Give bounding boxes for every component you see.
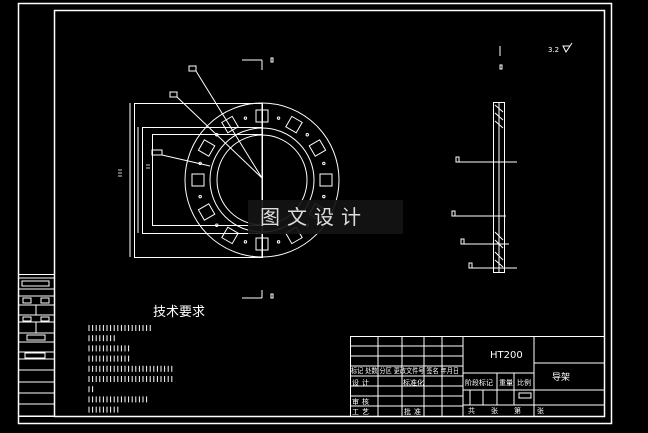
revision-header: 标记 处数 分区 更改文件号 签名 年月日 bbox=[351, 366, 459, 375]
label-design: 设计 bbox=[352, 378, 372, 387]
label-scale: 比例 bbox=[517, 378, 531, 387]
pin-hole bbox=[305, 133, 309, 137]
pin-hole bbox=[276, 240, 281, 244]
label-review: 审核 bbox=[352, 397, 372, 406]
front-view bbox=[118, 57, 340, 299]
watermark: 图文设计 bbox=[248, 200, 403, 234]
pin-hole bbox=[215, 133, 219, 137]
bolt-hole bbox=[191, 173, 205, 187]
part-name: 导架 bbox=[552, 372, 570, 383]
roughness-symbol-icon bbox=[562, 42, 573, 53]
pin-hole bbox=[198, 194, 202, 199]
bolt-hole bbox=[255, 109, 269, 123]
pin-hole bbox=[276, 116, 281, 120]
bolt-hole bbox=[221, 226, 239, 245]
bolt-hole bbox=[308, 139, 327, 157]
label-weight: 重量 bbox=[499, 379, 513, 387]
label-sheets: 共 张 第 张 bbox=[468, 406, 544, 415]
inner-frame bbox=[53, 9, 606, 418]
side-view bbox=[451, 46, 517, 273]
outer-frame bbox=[17, 2, 613, 425]
pin-hole bbox=[243, 116, 248, 120]
tech-requirements-title: 技术要求 bbox=[153, 305, 205, 320]
bolt-hole bbox=[197, 203, 216, 221]
pin-hole bbox=[322, 161, 326, 166]
title-block bbox=[350, 336, 605, 417]
bolt-hole bbox=[197, 139, 216, 157]
bolt-hole bbox=[319, 173, 333, 187]
label-process: 工艺 bbox=[352, 408, 372, 416]
bolt-hole bbox=[255, 237, 269, 251]
side-strip bbox=[18, 274, 55, 417]
label-stage-mark: 阶段标记 bbox=[465, 378, 493, 387]
label-standardization: 标准化 bbox=[403, 378, 424, 387]
bolt-hole bbox=[221, 115, 239, 134]
pin-hole bbox=[243, 240, 248, 244]
material-label: HT200 bbox=[490, 350, 523, 361]
pin-hole bbox=[215, 223, 219, 227]
pin-hole bbox=[322, 194, 326, 199]
label-approve: 批准 bbox=[404, 407, 424, 416]
tech-requirement-lines bbox=[88, 325, 173, 413]
roughness-value: 3.2 bbox=[548, 46, 559, 54]
bolt-hole bbox=[285, 115, 303, 134]
